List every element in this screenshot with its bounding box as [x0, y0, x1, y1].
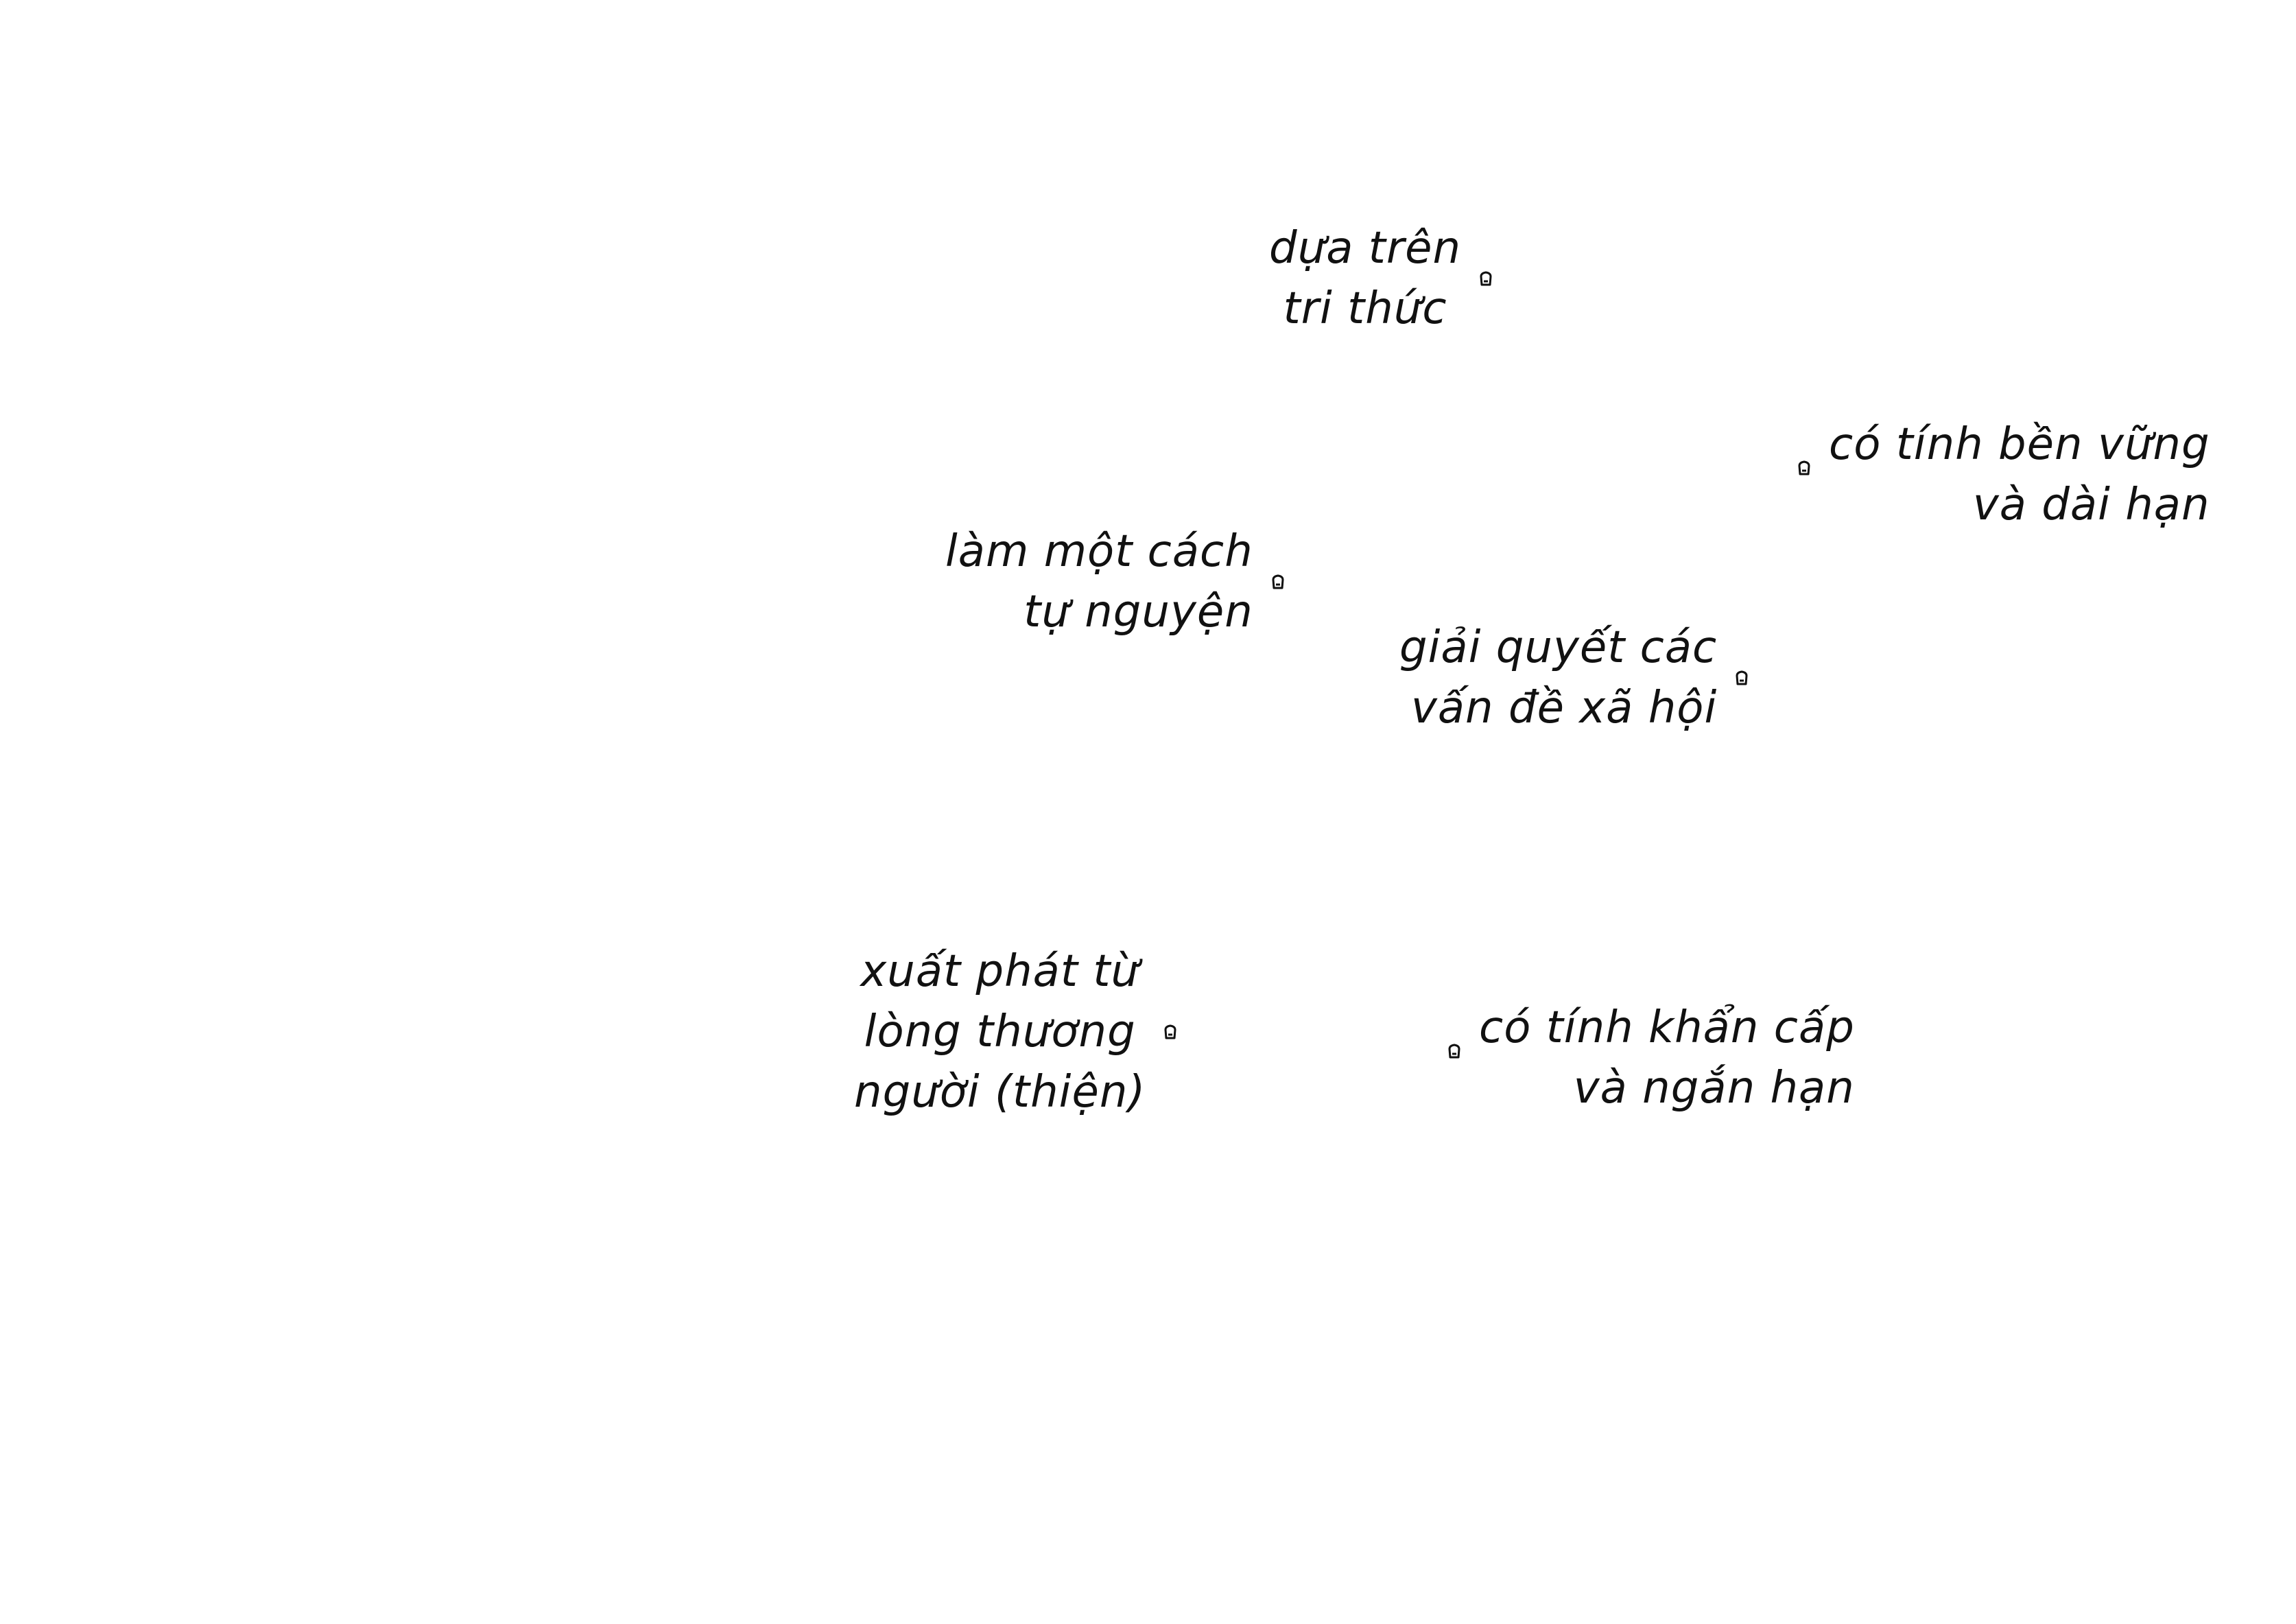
sticky-node-icon[interactable] [1447, 1044, 1461, 1059]
note-knowledge-line-2: tri thức [1283, 283, 1447, 334]
note-urgent-line-1: có tính khẩn cấp [1479, 1002, 1855, 1053]
note-compassion-line-3: người (thiện) [854, 1067, 1146, 1118]
note-sustainable-line-2: và dài hạn [1972, 480, 2210, 530]
note-knowledge[interactable]: dựa trên tri thức [1269, 218, 1493, 339]
note-social[interactable]: giải quyết các vấn đề xã hội [1399, 617, 1749, 738]
note-voluntary-text: làm một cách tự nguyện [945, 521, 1253, 642]
note-knowledge-line-1: dựa trên [1269, 223, 1462, 274]
note-social-line-2: vấn đề xã hội [1410, 683, 1718, 733]
note-knowledge-text: dựa trên tri thức [1269, 218, 1461, 339]
note-compassion-line-1: xuất phát từ [860, 946, 1139, 997]
note-voluntary-line-2: tự nguyện [1023, 587, 1253, 637]
note-sustainable-text: có tính bền vững và dài hạn [1829, 414, 2210, 535]
note-voluntary-line-1: làm một cách [945, 526, 1253, 577]
note-compassion[interactable]: xuất phát từ lòng thương người (thiện) [854, 941, 1177, 1122]
sticky-node-icon[interactable] [1797, 460, 1811, 475]
note-social-text: giải quyết các vấn đề xã hội [1399, 617, 1717, 738]
note-sustainable-line-1: có tính bền vững [1829, 419, 2210, 470]
note-urgent-text: có tính khẩn cấp và ngắn hạn [1479, 998, 1855, 1118]
note-sustainable[interactable]: có tính bền vững và dài hạn [1797, 414, 2210, 535]
note-compassion-line-2: lòng thương [864, 1007, 1136, 1057]
note-voluntary[interactable]: làm một cách tự nguyện [945, 521, 1285, 642]
note-social-line-1: giải quyết các [1399, 622, 1718, 673]
note-urgent[interactable]: có tính khẩn cấp và ngắn hạn [1447, 998, 1855, 1118]
note-urgent-line-2: và ngắn hạn [1573, 1063, 1855, 1114]
sticky-node-icon[interactable] [1271, 574, 1285, 589]
sticky-node-icon[interactable] [1735, 670, 1749, 685]
sticky-node-icon[interactable] [1163, 1024, 1177, 1039]
note-compassion-text: xuất phát từ lòng thương người (thiện) [854, 941, 1146, 1122]
sticky-node-icon[interactable] [1479, 271, 1493, 286]
